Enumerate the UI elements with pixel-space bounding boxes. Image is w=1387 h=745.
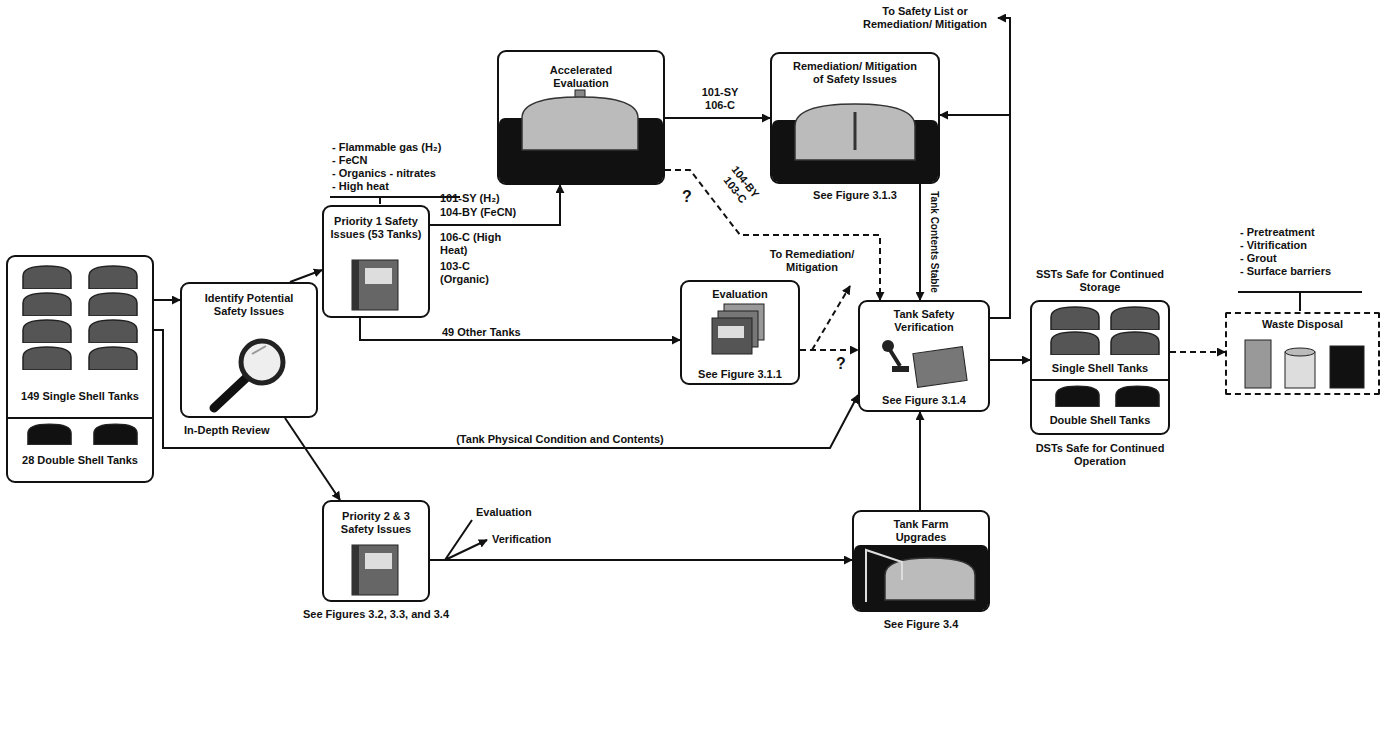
connector <box>919 184 921 300</box>
single-shell-tank-icons <box>23 266 137 370</box>
annotation: ? <box>682 188 692 206</box>
book-icon <box>352 260 398 310</box>
annotation: - FeCN <box>332 154 367 167</box>
connector-label: (Tank Physical Condition and Contents) <box>454 433 666 446</box>
annotation: 106-C (High Heat) <box>440 231 518 257</box>
connector-label: 101-SY 106-C <box>692 86 748 112</box>
double-shell-tank-icons <box>1056 386 1159 407</box>
connector <box>665 117 770 119</box>
connector <box>940 115 1010 318</box>
annotation: 101-SY (H₂) <box>440 192 500 205</box>
double-shell-tank-icons <box>28 424 137 445</box>
single-shell-tank-icons <box>1051 307 1159 355</box>
node-text: See Figure 3.1.4 <box>864 394 984 407</box>
disposal-icon <box>1245 340 1364 388</box>
node-text: See Figures 3.2, 3.3, and 3.4 <box>284 608 468 621</box>
node-text: SSTs Safe for Continued Storage <box>1022 268 1178 294</box>
annotation: 103-C (Organic) <box>440 260 518 286</box>
node-text: Accelerated Evaluation <box>539 64 623 90</box>
node-text: See Figure 3.4 <box>844 618 998 631</box>
node-text: 149 Single Shell Tanks <box>12 390 148 403</box>
annotation: ? <box>836 355 846 373</box>
annotation: - Flammable gas (H₂) <box>332 141 441 154</box>
process-box: Priority 2 & 3 Safety IssuesSee Figures … <box>322 500 430 602</box>
annotation: - Organics - nitrates <box>332 167 436 180</box>
connector <box>430 559 852 561</box>
dark-band <box>854 545 988 610</box>
connector-label: 104-BY 103-C <box>713 156 768 216</box>
connector-label: Tank Contents Stable <box>928 189 940 295</box>
annotation: - Grout <box>1240 252 1277 265</box>
divider-line <box>1030 379 1170 381</box>
node-text: Double Shell Tanks <box>1036 414 1164 427</box>
leader-arrow <box>445 520 487 560</box>
bracket <box>1238 292 1362 311</box>
magnifier-icon <box>214 341 283 408</box>
tank-icon <box>522 90 638 150</box>
process-box: Identify Potential Safety Issues <box>180 282 318 418</box>
node-text: Remediation/ Mitigation of Safety Issues <box>792 60 918 86</box>
documents-icon <box>712 304 764 354</box>
annotation: To Remediation/ Mitigation <box>766 248 858 274</box>
node-text: Identify Potential Safety Issues <box>196 292 302 318</box>
process-box: Waste Disposal <box>1225 312 1380 395</box>
process-box: Tank Farm UpgradesSee Figure 3.4 <box>852 510 990 612</box>
connector <box>154 299 180 301</box>
node-text: Evaluation <box>686 288 794 301</box>
connector-label: 49 Other Tanks <box>440 326 523 339</box>
annotation: - Surface barriers <box>1240 265 1331 278</box>
node-text: Priority 2 & 3 Safety Issues <box>330 510 422 536</box>
node-text: 28 Double Shell Tanks <box>12 454 148 467</box>
book-icon <box>352 545 398 595</box>
leader-arrow <box>998 18 1010 115</box>
leader-arrow <box>812 286 850 350</box>
connector <box>285 418 340 500</box>
tank-icon <box>795 104 915 160</box>
process-box: Remediation/ Mitigation of Safety Issues… <box>770 52 940 184</box>
process-box: Tank Safety VerificationSee Figure 3.1.4 <box>858 300 990 412</box>
connector <box>360 318 680 340</box>
process-box: SSTs Safe for Continued StorageSingle Sh… <box>1030 300 1170 435</box>
node-text: Priority 1 Safety Issues (53 Tanks) <box>330 215 422 241</box>
node-text: Tank Safety Verification <box>870 308 978 334</box>
connector <box>154 330 858 448</box>
annotation: - Pretreatment <box>1240 226 1315 239</box>
connector <box>1170 351 1225 353</box>
tank-and-crane-icon <box>866 550 975 602</box>
annotation: - Vitrification <box>1240 239 1307 252</box>
connector <box>919 412 921 510</box>
annotation: Evaluation <box>476 506 532 519</box>
node-text: Waste Disposal <box>1231 318 1374 331</box>
annotation: Verification <box>492 533 551 546</box>
process-box: EvaluationSee Figure 3.1.1 <box>680 280 800 385</box>
annotation: To Safety List or Remediation/ Mitigatio… <box>855 5 995 31</box>
process-box: Priority 1 Safety Issues (53 Tanks) <box>322 205 430 318</box>
connector <box>990 359 1030 361</box>
process-box: Accelerated Evaluation <box>497 50 665 185</box>
connector <box>430 185 560 225</box>
stamp-icon <box>882 340 967 387</box>
connector <box>290 270 322 282</box>
divider-line <box>6 417 154 419</box>
connector <box>800 349 858 351</box>
node-text: DSTs Safe for Continued Operation <box>1022 442 1178 468</box>
annotation: 104-BY (FeCN) <box>440 206 516 219</box>
annotation: - High heat <box>332 180 389 193</box>
annotation: In-Depth Review <box>184 424 270 437</box>
process-box: 149 Single Shell Tanks 28 Double Shell Ta… <box>6 255 154 483</box>
node-text: Single Shell Tanks <box>1036 362 1164 375</box>
node-text: See Figure 3.1.1 <box>686 368 794 381</box>
node-text: Tank Farm Upgrades <box>874 518 968 544</box>
